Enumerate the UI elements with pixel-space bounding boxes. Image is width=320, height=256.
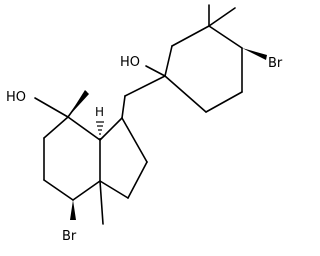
label-stereo-hydrogen: H <box>95 105 104 119</box>
bond-c5-methyl <box>99 180 104 225</box>
stereo-bonds-left <box>68 90 104 220</box>
label-hydroxyl-left: HO <box>6 90 26 105</box>
wedge-r4-br <box>242 48 267 60</box>
indane-core-bonds <box>34 75 166 225</box>
bond-ch2-cq <box>124 75 166 97</box>
label-bromine-ring-bottom: Br <box>62 229 77 244</box>
bond-c8-c9 <box>127 161 148 199</box>
cyclohexane-bonds <box>145 4 243 113</box>
bond-r3-methyl-b <box>208 7 236 27</box>
bond-c9-c5 <box>99 180 129 199</box>
atom-labels: HO H Br HO Br <box>6 55 283 244</box>
hashed-bond-h <box>96 121 104 140</box>
wedge-c4-br <box>70 200 76 220</box>
bond-c7-ch2 <box>121 95 126 119</box>
bond-c1-oh <box>34 97 69 118</box>
bond-r6-r1 <box>164 75 207 113</box>
label-hydroxyl-right: HO <box>120 55 140 70</box>
chemical-structure: HO H Br HO Br <box>6 4 283 244</box>
label-bromine-ring-right: Br <box>268 56 283 71</box>
bond-c6-c1 <box>67 116 101 141</box>
bond-c3-c4 <box>43 179 74 201</box>
bond-r3-r4 <box>208 25 243 49</box>
wedge-c1-methyl <box>68 90 89 117</box>
bond-r5-r6 <box>205 91 243 113</box>
bond-c7-c8 <box>121 117 148 163</box>
bond-c4-c5 <box>72 180 101 201</box>
bond-r2-r3 <box>171 25 210 47</box>
bond-r1-r2 <box>164 45 173 77</box>
bond-c6-c7 <box>99 117 123 141</box>
bond-c1-c2 <box>43 116 69 139</box>
bond-r1-oh <box>145 65 166 77</box>
structure-canvas: HO H Br HO Br <box>6 4 283 244</box>
